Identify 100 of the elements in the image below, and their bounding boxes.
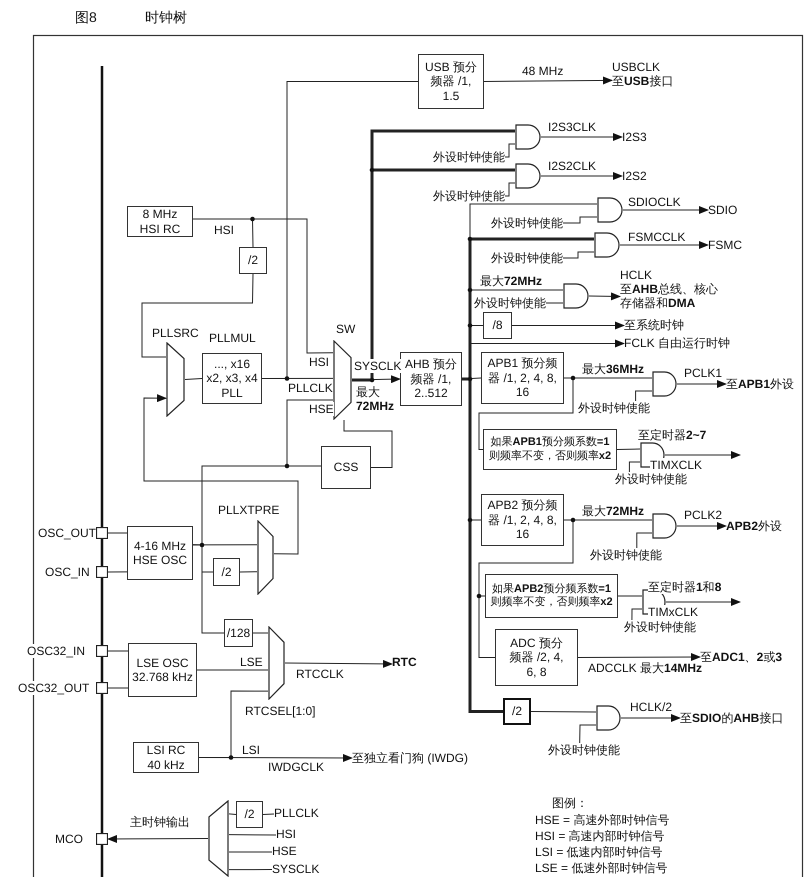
connector-line bbox=[196, 670, 268, 671]
signal-label: SYSCLK bbox=[272, 862, 327, 877]
connector-line bbox=[504, 182, 516, 196]
signal-label: LSE bbox=[240, 655, 263, 669]
enable-label: 外设时钟使能 bbox=[615, 472, 687, 486]
pin-label: OSC32_IN bbox=[27, 644, 86, 658]
connector-line bbox=[562, 252, 594, 258]
arrow bbox=[676, 380, 727, 388]
and-gate-symbol bbox=[563, 283, 589, 309]
pin-label: MCO bbox=[55, 832, 83, 846]
connector-line bbox=[262, 814, 274, 815]
edge-label: PCLK2 bbox=[684, 508, 722, 522]
output-label: USBCLK bbox=[612, 60, 662, 74]
oscillator-box: LSI RC 40 kHz bbox=[133, 742, 199, 773]
edge-label: PCLK1 bbox=[684, 366, 722, 380]
arrow bbox=[540, 133, 623, 141]
output-label: APB2外设 bbox=[726, 519, 788, 533]
signal-label: SYSCLK bbox=[354, 359, 402, 373]
edge-label: I2S3CLK bbox=[548, 120, 596, 134]
note-text: 最大36MHz bbox=[582, 362, 644, 376]
arrow bbox=[540, 172, 623, 180]
enable-label: 外设时钟使能 bbox=[548, 743, 620, 757]
oscillator-box: 8 MHz HSI RC bbox=[127, 206, 193, 237]
signal-label: SW bbox=[336, 322, 356, 336]
prescaler-box: APB1 预分频器 /1, 2, 4, 8, 16 bbox=[481, 352, 564, 404]
note-box: 如果APB1预分频系数=1 则频率不变，否则频率x2 bbox=[483, 429, 617, 470]
pll-box: ..., x16 x2, x3, x4 PLL bbox=[202, 353, 262, 404]
figure-number: 图8 bbox=[75, 10, 97, 24]
and-gate-symbol bbox=[652, 371, 677, 397]
enable-label: 外设时钟使能 bbox=[491, 216, 563, 230]
pin-label: OSC32_OUT bbox=[18, 681, 90, 695]
connector-line bbox=[108, 571, 128, 572]
enable-label: 外设时钟使能 bbox=[590, 548, 662, 562]
connector-line bbox=[192, 544, 224, 634]
prescaler-box: AHB 预分频器 /1, 2..512 bbox=[400, 352, 462, 406]
edge-label: FSMCCLK bbox=[628, 230, 686, 244]
multiplexer-symbol bbox=[257, 520, 274, 595]
edge-label: IWDGCLK bbox=[268, 760, 324, 774]
enable-label: 外设时钟使能 bbox=[433, 189, 505, 203]
edge-label: HCLK/2 bbox=[630, 700, 672, 714]
connector-line bbox=[228, 813, 236, 815]
css-box: CSS bbox=[321, 446, 371, 489]
and-gate-symbol bbox=[652, 513, 677, 539]
output-label: 至ADC1、2或3 bbox=[700, 650, 790, 664]
arrow bbox=[588, 292, 621, 300]
output-label: I2S3 bbox=[622, 130, 652, 144]
prescaler-box: ADC 预分频器 /2, 4, 6, 8 bbox=[495, 629, 578, 686]
signal-label: LSI bbox=[242, 743, 260, 757]
connector-line bbox=[228, 834, 276, 836]
signal-label: HSI bbox=[309, 355, 330, 369]
signal-label: RTCSEL[1:0] bbox=[245, 704, 316, 718]
edge-label: 48 MHz bbox=[522, 64, 564, 78]
output-label: 至APB1外设 bbox=[726, 377, 798, 391]
signal-label: HSE bbox=[272, 844, 302, 860]
connector-line bbox=[616, 448, 640, 450]
and-gate-symbol bbox=[515, 163, 541, 189]
output-label: 至系统时钟 bbox=[624, 318, 734, 333]
connector-line bbox=[142, 274, 254, 358]
arrow bbox=[198, 754, 353, 762]
enable-label: 外设时钟使能 bbox=[578, 401, 650, 415]
and-gate-symbol bbox=[594, 232, 620, 258]
connector-line bbox=[184, 378, 202, 380]
connector-line bbox=[228, 851, 272, 852]
and-gate-symbol bbox=[597, 197, 623, 223]
note-text: 最大72MHz bbox=[582, 504, 644, 518]
output-label: 至独立看门狗 (IWDG) bbox=[352, 751, 472, 765]
connector-line bbox=[631, 608, 642, 620]
connector-line bbox=[462, 378, 503, 713]
connector-line bbox=[240, 571, 258, 572]
note-text: 至定时器2~7 bbox=[638, 428, 706, 442]
edge-label: 主时钟输出 bbox=[130, 815, 190, 829]
figure-title: 时钟树 bbox=[145, 10, 187, 24]
output-label: 至AHB总线、核心存储器和DMA bbox=[620, 282, 719, 310]
connector-line bbox=[228, 869, 272, 870]
enable-label: 外设时钟使能 bbox=[624, 620, 696, 634]
connector-line bbox=[252, 632, 268, 634]
edge-label: ADCCLK 最大14MHz bbox=[588, 661, 702, 675]
and-gate-symbol bbox=[515, 124, 541, 150]
arrow bbox=[622, 206, 709, 214]
edge-label: TIMXCLK bbox=[650, 458, 702, 472]
oscillator-box: LSE OSC 32.768 kHz bbox=[128, 643, 197, 697]
multiplexer-symbol bbox=[166, 342, 185, 417]
connector-line bbox=[635, 390, 652, 402]
enable-label: 外设时钟使能 bbox=[433, 150, 505, 164]
signal-label: HSE bbox=[309, 402, 334, 416]
legend-text: LSI = 低速内部时钟信号 bbox=[535, 845, 663, 859]
connector-line bbox=[108, 650, 128, 652]
signal-label: PLLCLK bbox=[288, 381, 333, 395]
output-label: SDIO bbox=[708, 203, 748, 217]
arrow bbox=[512, 322, 625, 330]
output-label: 至SDIO的AHB接口 bbox=[680, 711, 788, 725]
arrow bbox=[578, 653, 701, 662]
output-label: HCLK bbox=[620, 268, 654, 282]
enable-label: 外设时钟使能 bbox=[491, 251, 563, 265]
signal-label: HSI bbox=[276, 827, 306, 843]
arrow bbox=[144, 394, 298, 554]
arrow bbox=[666, 598, 741, 606]
connector-line bbox=[108, 687, 128, 688]
connector-line bbox=[546, 302, 564, 304]
connector-line bbox=[344, 420, 392, 468]
